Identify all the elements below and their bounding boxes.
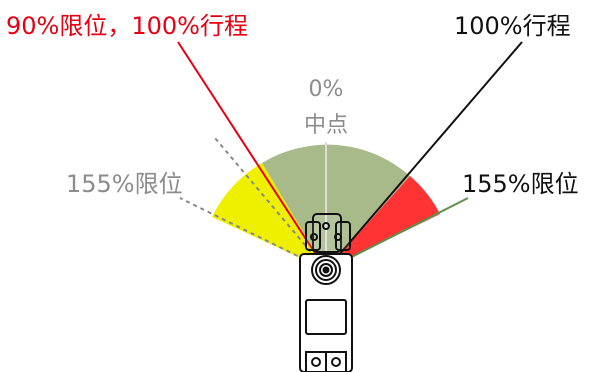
center-travel-sector	[262, 144, 410, 270]
red-limit-line	[177, 41, 327, 271]
label-90-limit-100-travel: 90%限位，100%行程	[6, 12, 248, 40]
label-center-percent: 0%	[309, 77, 344, 102]
right-limit-sector	[326, 176, 440, 270]
black-travel-line	[325, 41, 523, 271]
label-center-text: 中点	[304, 113, 348, 138]
label-155-limit-left: 155%限位	[66, 170, 183, 198]
servo-icon	[299, 213, 353, 372]
label-155-limit-right: 155%限位	[462, 170, 579, 198]
left-limit-sector	[212, 163, 326, 270]
label-100-travel: 100%行程	[454, 12, 571, 40]
